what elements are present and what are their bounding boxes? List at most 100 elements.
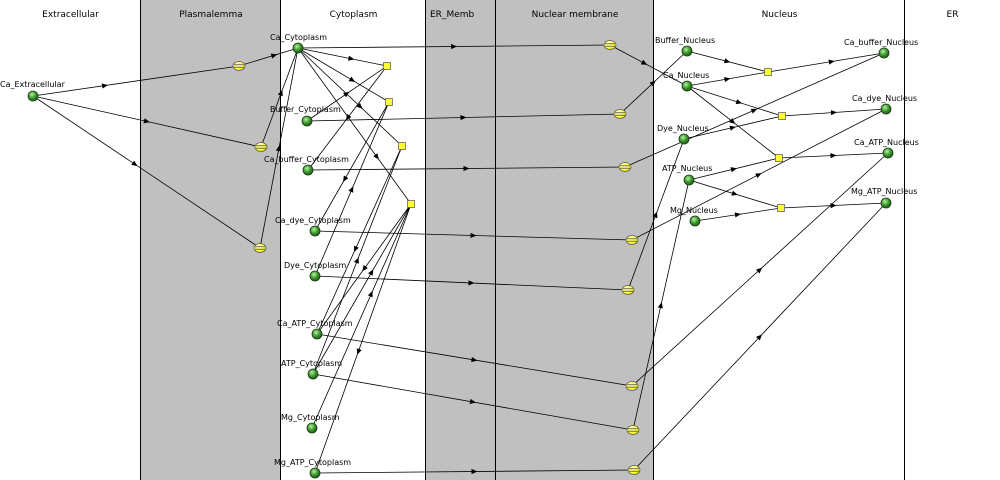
transport-reaction-icon[interactable] bbox=[232, 61, 246, 71]
arrowhead-icon bbox=[353, 257, 359, 264]
arrowhead-icon bbox=[470, 232, 477, 239]
species-node-ca-atp-cyt[interactable] bbox=[311, 328, 323, 340]
arrowhead-icon bbox=[471, 468, 478, 475]
species-label: Ca_buffer_Nucleus bbox=[844, 38, 918, 47]
arrowhead-icon bbox=[368, 269, 374, 276]
species-node-ca-dye-nuc[interactable] bbox=[880, 103, 892, 115]
transport-reaction-icon[interactable] bbox=[625, 235, 639, 245]
compartment-title: ER bbox=[946, 10, 959, 20]
arrowhead-icon bbox=[756, 334, 763, 341]
edge-r5-ca_buffer_nuc bbox=[767, 52, 885, 73]
species-label: Mg_Cytoplasm bbox=[281, 413, 340, 422]
compartment-extracellular: Extracellular bbox=[0, 0, 141, 480]
species-node-dye-cyt[interactable] bbox=[309, 270, 321, 282]
species-label: Ca_Extracellular bbox=[0, 80, 66, 89]
arrowhead-icon bbox=[730, 167, 737, 173]
edge-t1-ca_cyt bbox=[238, 47, 299, 67]
arrowhead-icon bbox=[356, 102, 363, 109]
edge-r4-mg_atp_cyt bbox=[314, 203, 412, 474]
species-node-mg-nuc[interactable] bbox=[689, 215, 701, 227]
transport-reaction-icon[interactable] bbox=[603, 40, 617, 50]
arrowhead-icon bbox=[830, 110, 837, 116]
compartment-title: ER_Memb bbox=[430, 10, 475, 20]
edge-ca_cyt-r1 bbox=[297, 47, 388, 67]
arrowhead-icon bbox=[828, 59, 835, 65]
species-label: Dye_Cytoplasm bbox=[284, 261, 347, 270]
transport-reaction-icon[interactable] bbox=[613, 109, 627, 119]
arrowhead-icon bbox=[143, 118, 150, 124]
compartment-er: ER bbox=[904, 0, 1000, 480]
arrowhead-icon bbox=[343, 175, 349, 183]
arrowhead-icon bbox=[362, 265, 368, 272]
edge-ca_cyt-r4 bbox=[297, 47, 412, 205]
species-node-ca-buffer-nuc[interactable] bbox=[878, 47, 890, 59]
arrowhead-icon bbox=[275, 145, 281, 152]
binding-reaction-icon[interactable] bbox=[385, 98, 393, 106]
arrowhead-icon bbox=[731, 190, 738, 196]
binding-reaction-icon[interactable] bbox=[778, 112, 786, 120]
transport-reaction-icon[interactable] bbox=[627, 465, 641, 475]
arrowhead-icon bbox=[471, 356, 478, 363]
edge-ca_ext-t1 bbox=[32, 65, 240, 97]
species-label: Ca_ATP_Cytoplasm bbox=[277, 319, 353, 328]
binding-reaction-icon[interactable] bbox=[775, 154, 783, 162]
arrowhead-icon bbox=[830, 203, 837, 209]
species-label: Ca_dye_Nucleus bbox=[852, 94, 917, 103]
edge-r3-ca_atp_cyt bbox=[316, 145, 403, 335]
arrowhead-icon bbox=[734, 212, 741, 218]
arrowhead-icon bbox=[460, 114, 467, 121]
transport-reaction-icon[interactable] bbox=[254, 142, 268, 152]
transport-reaction-icon[interactable] bbox=[626, 425, 640, 435]
arrowhead-icon bbox=[724, 76, 731, 83]
arrowhead-icon bbox=[347, 55, 355, 61]
species-node-ca-ext[interactable] bbox=[27, 90, 39, 102]
species-node-ca-buffer-cyt[interactable] bbox=[302, 164, 314, 176]
species-node-mg-cyt[interactable] bbox=[306, 422, 318, 434]
arrowhead-icon bbox=[729, 118, 736, 124]
arrowhead-icon bbox=[270, 53, 278, 59]
species-node-buffer-cyt[interactable] bbox=[301, 115, 313, 127]
species-node-ca-atp-nuc[interactable] bbox=[882, 147, 894, 159]
binding-reaction-icon[interactable] bbox=[383, 62, 391, 70]
species-node-dye-nuc[interactable] bbox=[678, 133, 690, 145]
species-label: Ca_ATP_Nucleus bbox=[854, 138, 919, 147]
species-label: ATP_Nucleus bbox=[662, 164, 712, 173]
transport-reaction-icon[interactable] bbox=[625, 381, 639, 391]
edge-t2-ca_cyt bbox=[260, 47, 299, 148]
species-node-atp-cyt[interactable] bbox=[307, 368, 319, 380]
binding-reaction-icon[interactable] bbox=[407, 200, 415, 208]
species-node-mg-atp-nuc[interactable] bbox=[880, 197, 892, 209]
arrowhead-icon bbox=[735, 99, 743, 105]
species-label: Ca_buffer_Cytoplasm bbox=[264, 155, 349, 164]
binding-reaction-icon[interactable] bbox=[764, 68, 772, 76]
species-label: Buffer_Cytoplasm bbox=[270, 105, 341, 114]
species-node-ca-dye-cyt[interactable] bbox=[309, 225, 321, 237]
arrowhead-icon bbox=[830, 153, 837, 159]
edge-ca_ext-t3 bbox=[32, 95, 261, 249]
binding-reaction-icon[interactable] bbox=[777, 204, 785, 212]
species-node-buffer-nuc[interactable] bbox=[681, 45, 693, 57]
species-node-ca-nuc[interactable] bbox=[681, 80, 693, 92]
edge-ca_nuc-r6 bbox=[686, 85, 783, 117]
arrowhead-icon bbox=[354, 245, 359, 253]
species-label: Buffer_Nucleus bbox=[655, 36, 715, 45]
transport-reaction-icon[interactable] bbox=[621, 285, 635, 295]
transport-reaction-icon[interactable] bbox=[253, 243, 267, 253]
species-label: Dye_Nucleus bbox=[657, 124, 709, 133]
edge-ca_cyt-r3 bbox=[297, 47, 403, 147]
species-node-mg-atp-cyt[interactable] bbox=[309, 467, 321, 479]
species-node-ca-cyt[interactable] bbox=[292, 42, 304, 54]
species-node-atp-nuc[interactable] bbox=[683, 174, 695, 186]
species-label: ATP_Cytoplasm bbox=[281, 359, 342, 368]
species-label: Mg_ATP_Nucleus bbox=[851, 187, 917, 196]
binding-reaction-icon[interactable] bbox=[398, 142, 406, 150]
arrowhead-icon bbox=[729, 125, 736, 131]
transport-reaction-icon[interactable] bbox=[618, 162, 632, 172]
compartment-title: Plasmalemma bbox=[179, 10, 243, 20]
arrowhead-icon bbox=[373, 153, 379, 160]
species-label: Ca_Cytoplasm bbox=[270, 33, 327, 42]
arrowhead-icon bbox=[463, 165, 470, 172]
edge-r2-ca_dye_cyt bbox=[314, 101, 390, 232]
